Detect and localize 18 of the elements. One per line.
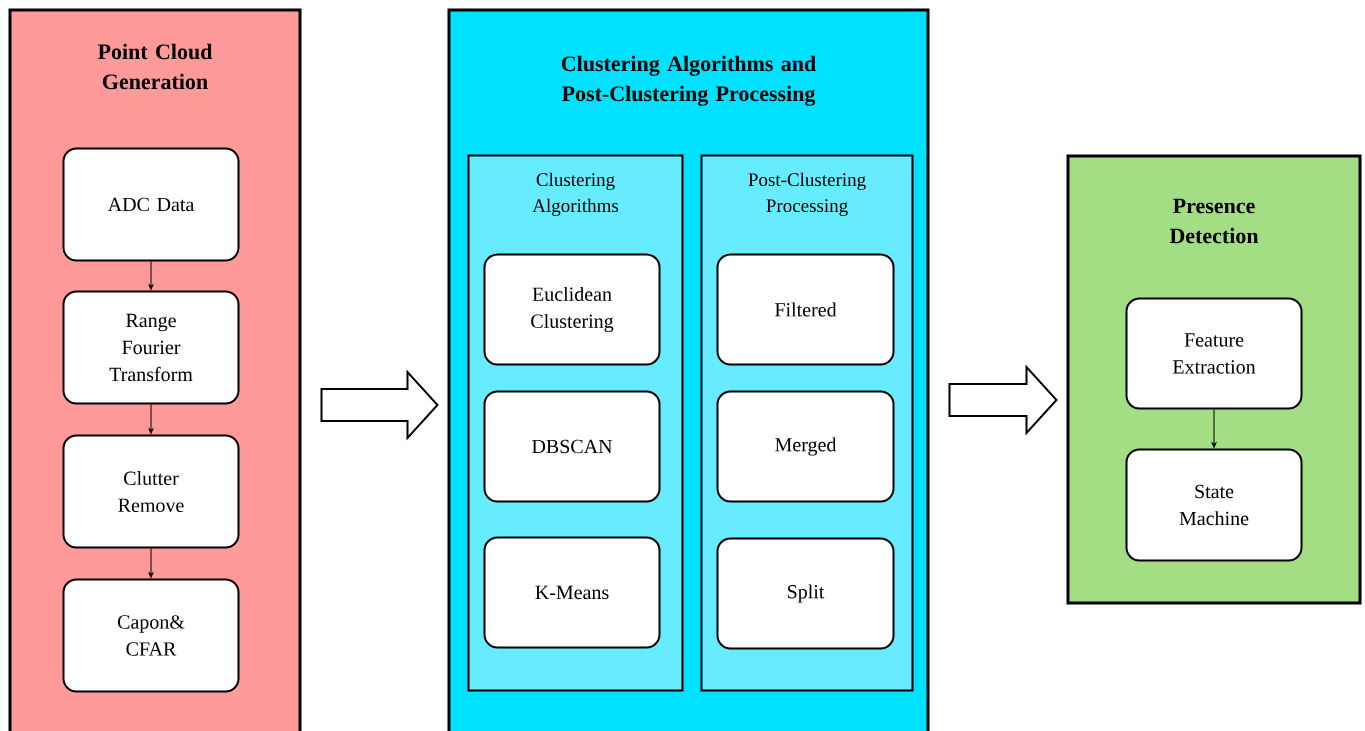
process-box: ADC Data <box>62 147 240 262</box>
process-box: K-Means <box>483 536 661 649</box>
process-box: Euclidean Clustering <box>483 253 661 366</box>
arrow <box>1211 409 1217 448</box>
arrow <box>148 261 154 290</box>
block-arrow <box>320 369 439 441</box>
process-box: Filtered <box>716 253 895 366</box>
process-box: Clutter Remove <box>62 434 240 549</box>
block-arrow <box>948 364 1058 436</box>
arrow <box>148 404 154 434</box>
arrow <box>148 548 154 578</box>
process-box: Merged <box>716 390 895 503</box>
process-box: Capon& CFAR <box>62 578 240 693</box>
process-box: Range Fourier Transform <box>62 290 240 405</box>
process-box: DBSCAN <box>483 390 661 503</box>
process-box: Feature Extraction <box>1125 297 1303 410</box>
process-box: State Machine <box>1125 448 1303 562</box>
process-box: Split <box>716 537 895 650</box>
